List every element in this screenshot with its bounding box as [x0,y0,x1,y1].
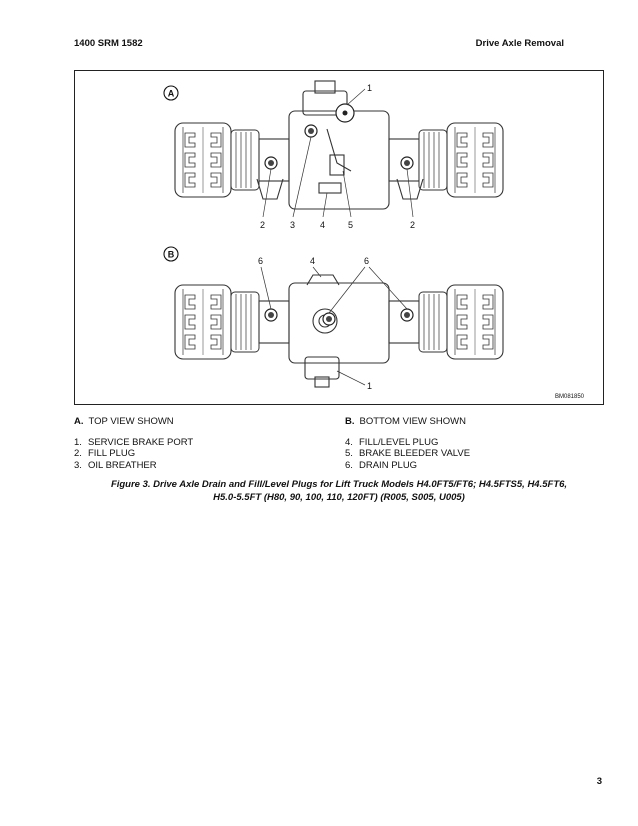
view-b-drawing: B 6 4 6 1 [163,246,504,391]
callout-b-4: 4 [310,256,315,266]
legend-item-1: 1.SERVICE BRAKE PORT [74,436,194,448]
page-number: 3 [596,776,602,787]
legend-item-6: 6.DRAIN PLUG [345,459,418,471]
callout-a-3: 3 [290,220,295,230]
legend-view-b: B.BOTTOM VIEW SHOWN [345,416,466,427]
callout-a-4: 4 [320,220,325,230]
legend-item-5: 5.BRAKE BLEEDER VALVE [345,448,471,459]
callout-b-6-left: 6 [258,256,263,266]
view-a-drawing: A 1 2 3 4 [163,80,504,230]
view-a-marker: A [168,89,175,99]
caption-line-2: H5.0-5.5FT (H80, 90, 100, 110, 120FT) (R… [213,492,465,503]
figure-caption: Figure 3. Drive Axle Drain and Fill/Leve… [74,478,604,504]
header-doc-id: 1400 SRM 1582 [74,38,143,49]
callout-a-1: 1 [367,83,372,93]
view-b-marker: B [168,250,175,260]
callout-b-6-right: 6 [364,256,369,266]
legend-left-column: A.TOP VIEW SHOWN 1.SERVICE BRAKE PORT 2.… [74,416,193,471]
legend-right-column: B.BOTTOM VIEW SHOWN 4.FILL/LEVEL PLUG 5.… [345,416,470,471]
figure-drive-axle: A 1 2 3 4 [74,70,604,405]
caption-line-1: Figure 3. Drive Axle Drain and Fill/Leve… [110,479,568,490]
callout-a-5: 5 [348,220,353,230]
legend-item-3: 3.OIL BREATHER [74,459,157,471]
callout-a-2-left: 2 [260,220,265,230]
header-section-title: Drive Axle Removal [475,38,564,49]
figure-id-code: BM081850 [555,394,585,400]
callout-b-1: 1 [367,381,372,391]
callout-a-2-right: 2 [410,220,415,230]
axle-diagram: A 1 2 3 4 [163,80,585,400]
legend-item-2: 2.FILL PLUG [74,448,136,459]
legend-item-4: 4.FILL/LEVEL PLUG [345,436,439,448]
legend-view-a: A.TOP VIEW SHOWN [74,416,174,427]
